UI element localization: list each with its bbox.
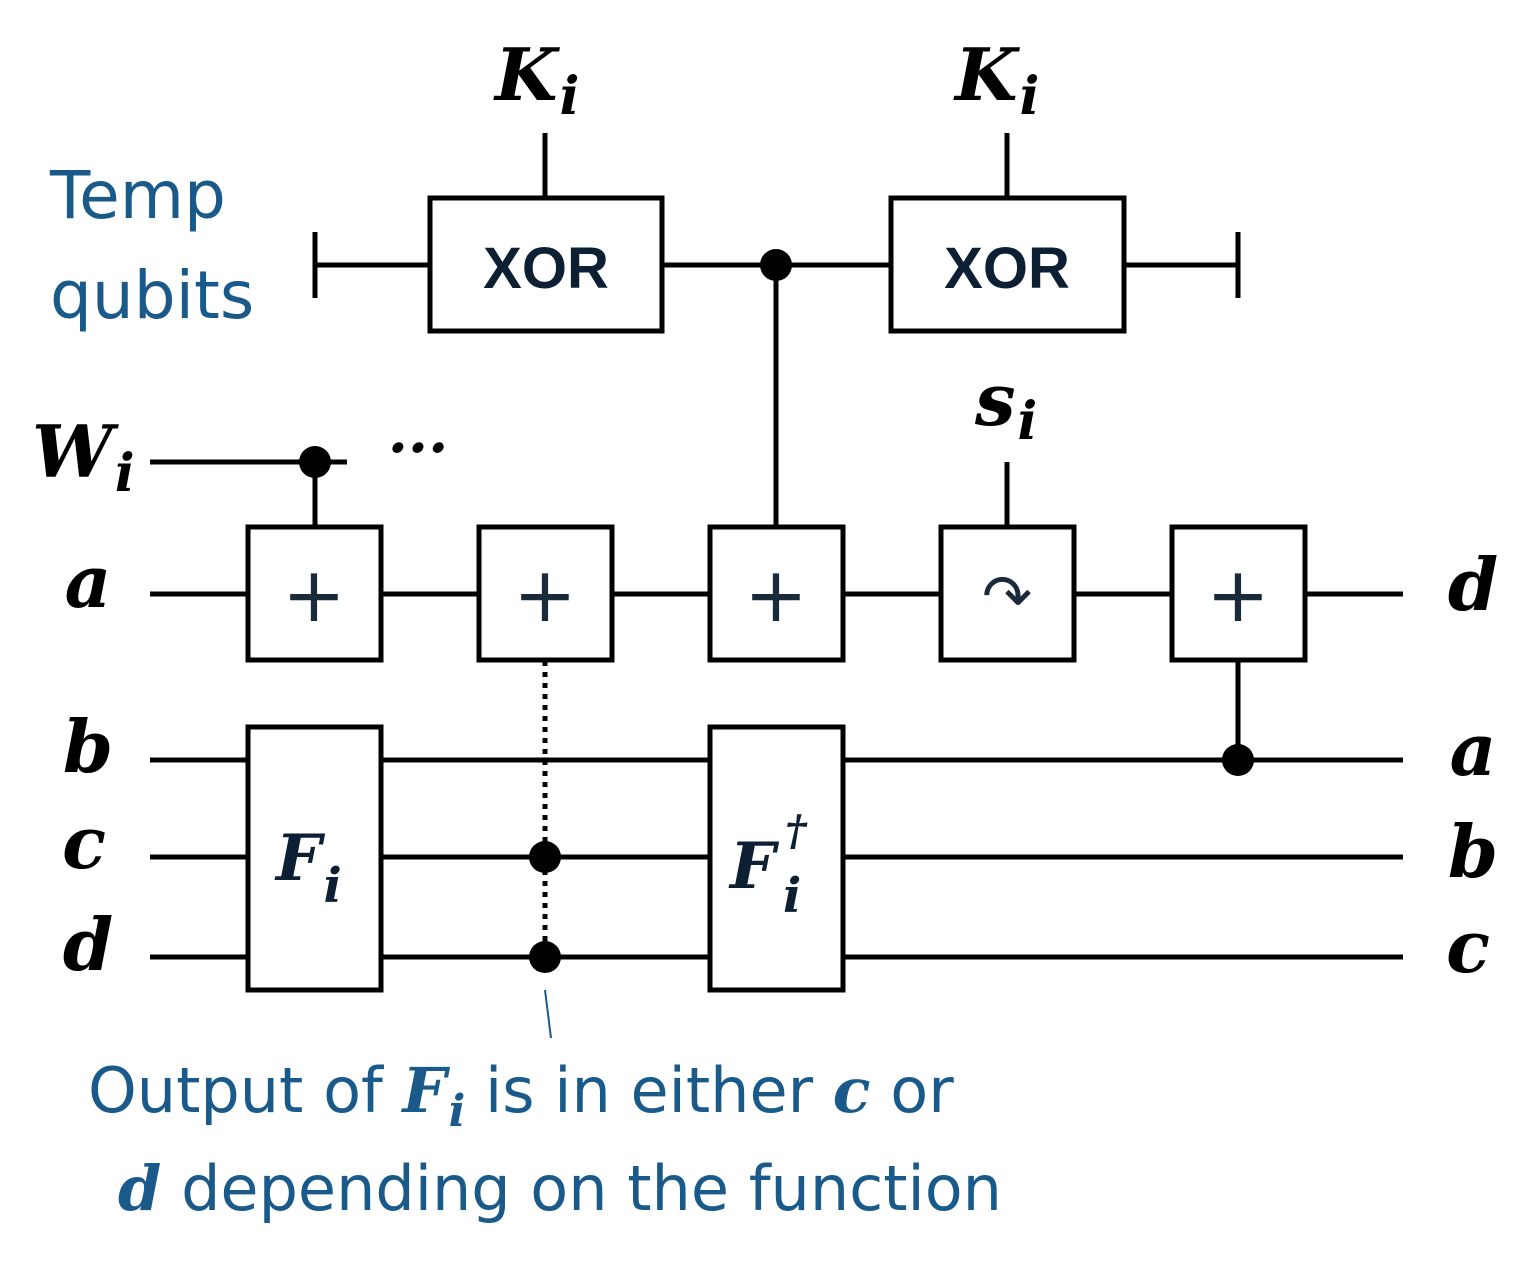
output-label-d: d [1448, 542, 1498, 627]
add-gate-3 [707, 524, 846, 663]
f-inverse-sub: i [783, 868, 801, 924]
add-gate-2 [476, 524, 615, 663]
f-inverse-gate-label: F [728, 829, 780, 904]
temp-control-dot [760, 249, 792, 281]
output-label-a: a [1450, 707, 1497, 792]
rotate-icon: ↷ [982, 562, 1032, 632]
key-label-1: Ki [493, 32, 579, 127]
f-inverse-sup: † [785, 806, 808, 855]
xor-gate-2-label: XOR [944, 236, 1070, 301]
temp-annotation-line2: qubits [50, 257, 254, 334]
output-label-c: c [1446, 904, 1490, 989]
input-label-d: d [63, 902, 113, 987]
add-gate-4 [1169, 524, 1308, 663]
shift-label: si [974, 357, 1037, 452]
w-label: Wi [32, 409, 135, 504]
f-inverse-gate [707, 724, 846, 993]
input-label-a: a [65, 539, 112, 624]
input-label-b: b [63, 704, 113, 789]
w-control-dot [299, 446, 331, 478]
add-gate-2-symbol: + [513, 550, 577, 639]
note-pointer [544, 989, 552, 1039]
f-gate-label: Fi [274, 821, 342, 914]
add-gate-3-symbol: + [744, 550, 808, 639]
ellipsis: ··· [388, 414, 449, 482]
control-dot-d [529, 941, 561, 973]
control-dot-c [529, 841, 561, 873]
rotate-gate [938, 524, 1077, 663]
add-gate-1-symbol: + [282, 550, 346, 639]
note-line-1: Output of Fi is in either c or [88, 1054, 954, 1137]
f-gate [245, 724, 384, 993]
key-label-2: Ki [953, 32, 1039, 127]
add-gate-4-symbol: + [1206, 550, 1270, 639]
xor-gate-2 [888, 195, 1127, 334]
b-control-dot [1222, 744, 1254, 776]
xor-gate-1 [427, 195, 665, 334]
temp-annotation-line1: Temp [49, 157, 226, 234]
input-label-c: c [62, 800, 106, 885]
add-gate-1 [245, 524, 384, 663]
note-line-2: d depending on the function [118, 1152, 1002, 1225]
xor-gate-1-label: XOR [483, 236, 609, 301]
output-label-b: b [1448, 809, 1498, 894]
